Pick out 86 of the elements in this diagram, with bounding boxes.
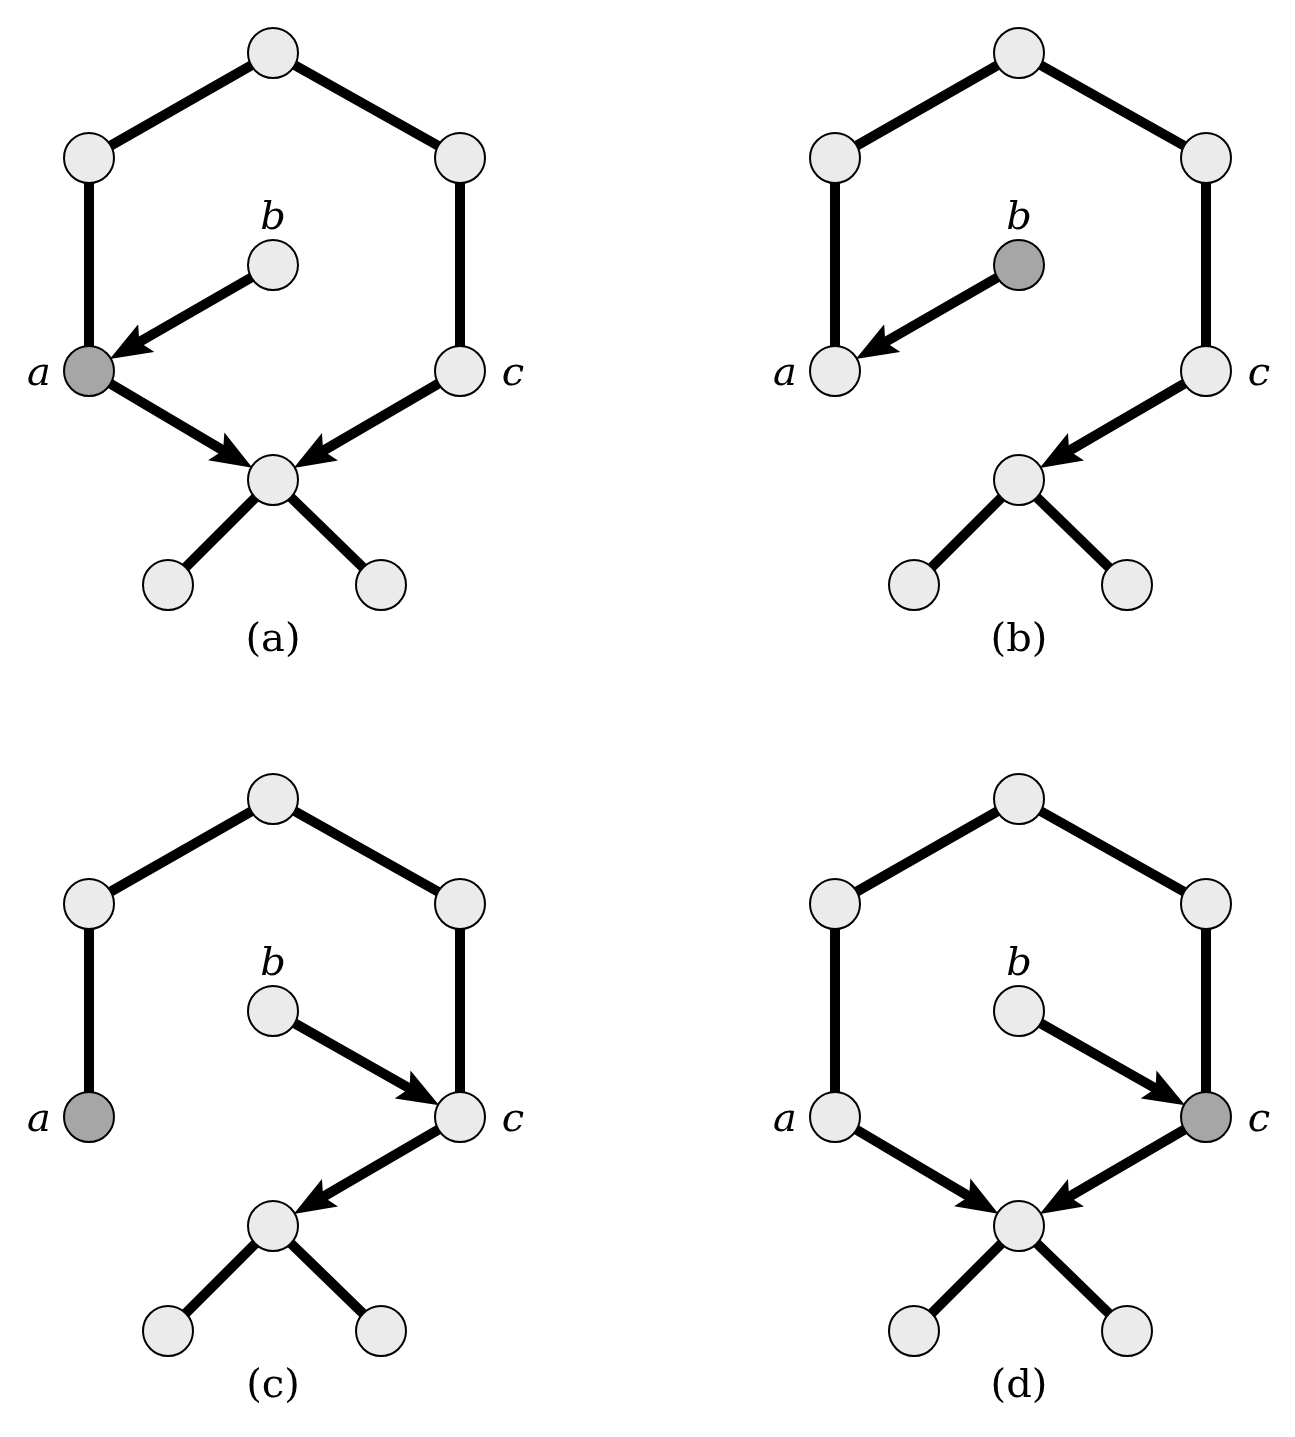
edge-line — [1037, 806, 1188, 897]
arrow — [293, 378, 442, 468]
arrow — [1039, 378, 1188, 468]
vertex-circle — [993, 239, 1045, 291]
vertex-circle — [993, 27, 1045, 79]
arrow — [1039, 1124, 1188, 1214]
edge-line — [1037, 60, 1188, 151]
vertex-circle — [1101, 1305, 1153, 1357]
vertex-label: a — [27, 1097, 51, 1137]
edge-line — [853, 60, 1001, 151]
edge-line — [455, 182, 465, 347]
vertex-circle — [142, 1305, 194, 1357]
edge-line — [1201, 182, 1211, 347]
vertex-circle — [993, 985, 1045, 1037]
edge-line — [927, 1239, 1006, 1318]
vertex-circle — [809, 1091, 861, 1143]
vertex-circle — [809, 345, 861, 397]
vertex-circle — [434, 878, 486, 930]
edge-line — [286, 1239, 368, 1318]
vertex-circle — [993, 1200, 1045, 1252]
vertex-circle — [247, 27, 299, 79]
vertex-label: c — [1247, 351, 1271, 391]
arrow — [293, 1124, 442, 1214]
vertex-circle — [1180, 132, 1232, 184]
vertex-label: b — [260, 941, 286, 981]
vertex-label: c — [501, 351, 525, 391]
vertex-circle — [434, 132, 486, 184]
vertex-label: a — [773, 1097, 797, 1137]
vertex-label: c — [501, 1097, 525, 1137]
edge-line — [853, 806, 1001, 897]
edge-line — [286, 493, 368, 572]
edge-line — [291, 806, 442, 897]
arrow — [291, 1018, 440, 1106]
edge-line — [830, 928, 840, 1093]
edge-line — [927, 493, 1006, 572]
vertex-circle — [63, 132, 115, 184]
arrow — [855, 272, 1001, 359]
panel-caption: (a) — [245, 615, 301, 659]
edge-line — [830, 182, 840, 347]
vertex-circle — [355, 559, 407, 611]
edge-line — [181, 1239, 260, 1318]
vertex-label: b — [260, 195, 286, 235]
vertex-label: b — [1006, 941, 1032, 981]
vertex-circle — [993, 454, 1045, 506]
edge-line — [84, 928, 94, 1093]
vertex-circle — [888, 1305, 940, 1357]
vertex-circle — [1101, 559, 1153, 611]
vertex-circle — [247, 239, 299, 291]
vertex-circle — [888, 559, 940, 611]
panel-caption: (b) — [990, 615, 1048, 659]
vertex-circle — [247, 773, 299, 825]
vertex-circle — [1180, 1091, 1232, 1143]
panel-caption: (c) — [246, 1361, 300, 1405]
edge-line — [291, 60, 442, 151]
vertex-circle — [63, 1091, 115, 1143]
edge-line — [107, 60, 255, 151]
edge-line — [1201, 928, 1211, 1093]
vertex-circle — [247, 1200, 299, 1252]
vertex-label: b — [1006, 195, 1032, 235]
arrow — [853, 1124, 999, 1214]
vertex-circle — [63, 345, 115, 397]
vertex-circle — [142, 559, 194, 611]
vertex-label: a — [27, 351, 51, 391]
vertex-circle — [247, 985, 299, 1037]
vertex-circle — [247, 454, 299, 506]
arrow — [1037, 1018, 1186, 1106]
vertex-circle — [434, 345, 486, 397]
vertex-circle — [809, 878, 861, 930]
vertex-circle — [1180, 878, 1232, 930]
edge-line — [1032, 493, 1114, 572]
vertex-label: a — [773, 351, 797, 391]
arrow — [107, 378, 253, 468]
vertex-circle — [993, 773, 1045, 825]
vertex-circle — [355, 1305, 407, 1357]
arrow — [109, 272, 255, 359]
edge-line — [1032, 1239, 1114, 1318]
edge-line — [107, 806, 255, 897]
vertex-circle — [63, 878, 115, 930]
panel-caption: (d) — [990, 1361, 1048, 1405]
edge-line — [181, 493, 260, 572]
edge-line — [455, 928, 465, 1093]
vertex-circle — [1180, 345, 1232, 397]
edge-line — [84, 182, 94, 347]
vertex-circle — [809, 132, 861, 184]
vertex-circle — [434, 1091, 486, 1143]
vertex-label: c — [1247, 1097, 1271, 1137]
